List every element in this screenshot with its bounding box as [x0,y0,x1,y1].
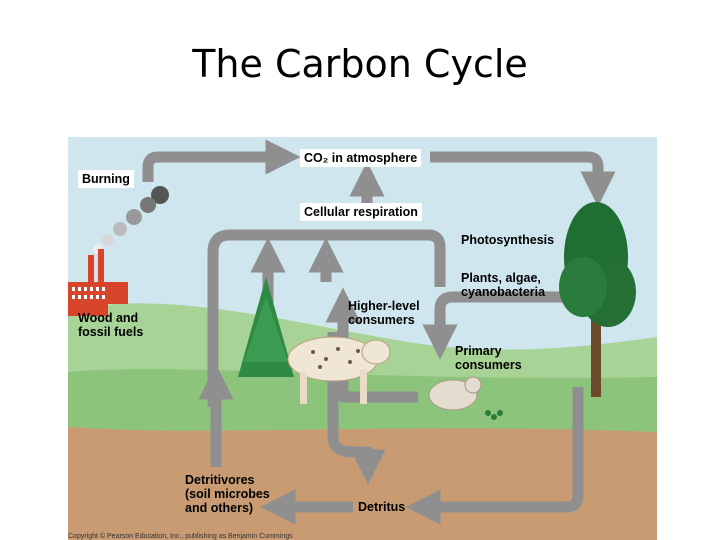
label-detritivores: Detritivores (soil microbes and others) [185,473,270,515]
carbon-cycle-diagram: CO₂ in atmosphere Burning Cellular respi… [68,137,657,540]
smoke-plume [93,186,169,254]
arrow-co2-to-photosynthesis [430,151,616,207]
label-cellular-respiration: Cellular respiration [300,203,422,221]
small-plant [485,410,503,420]
label-co2-atmosphere: CO₂ in atmosphere [300,149,422,167]
arrow-burning-to-co2 [142,139,301,182]
arrow-consumers-to-detritus [327,332,386,485]
slide-title: The Carbon Cycle [192,42,528,86]
rabbit-illustration [428,376,482,411]
label-burning: Burning [78,170,134,188]
bobcat-illustration [287,336,391,404]
factory-icon [68,249,128,316]
arrow-primary-to-higher [325,287,418,403]
diagram-illustration [68,137,657,540]
label-wood-fossil: Wood and fossil fuels [78,311,144,339]
arrow-plants-down-to-detritus [405,387,584,525]
arrow-respiration-loop [207,229,446,407]
label-higher-consumers: Higher-level consumers [348,299,420,327]
copyright-notice: Copyright © Pearson Education, Inc., pub… [68,533,293,540]
arrow-plants-to-primary [422,291,578,360]
soil-layer [68,427,657,540]
conifer-tree-small [238,277,294,377]
label-plants: Plants, algae, cyanobacteria [461,271,546,299]
label-photosynthesis: Photosynthesis [461,233,555,247]
label-detritus: Detritus [358,500,406,514]
label-primary-consumers: Primary consumers [455,344,522,372]
large-tree [559,202,636,397]
